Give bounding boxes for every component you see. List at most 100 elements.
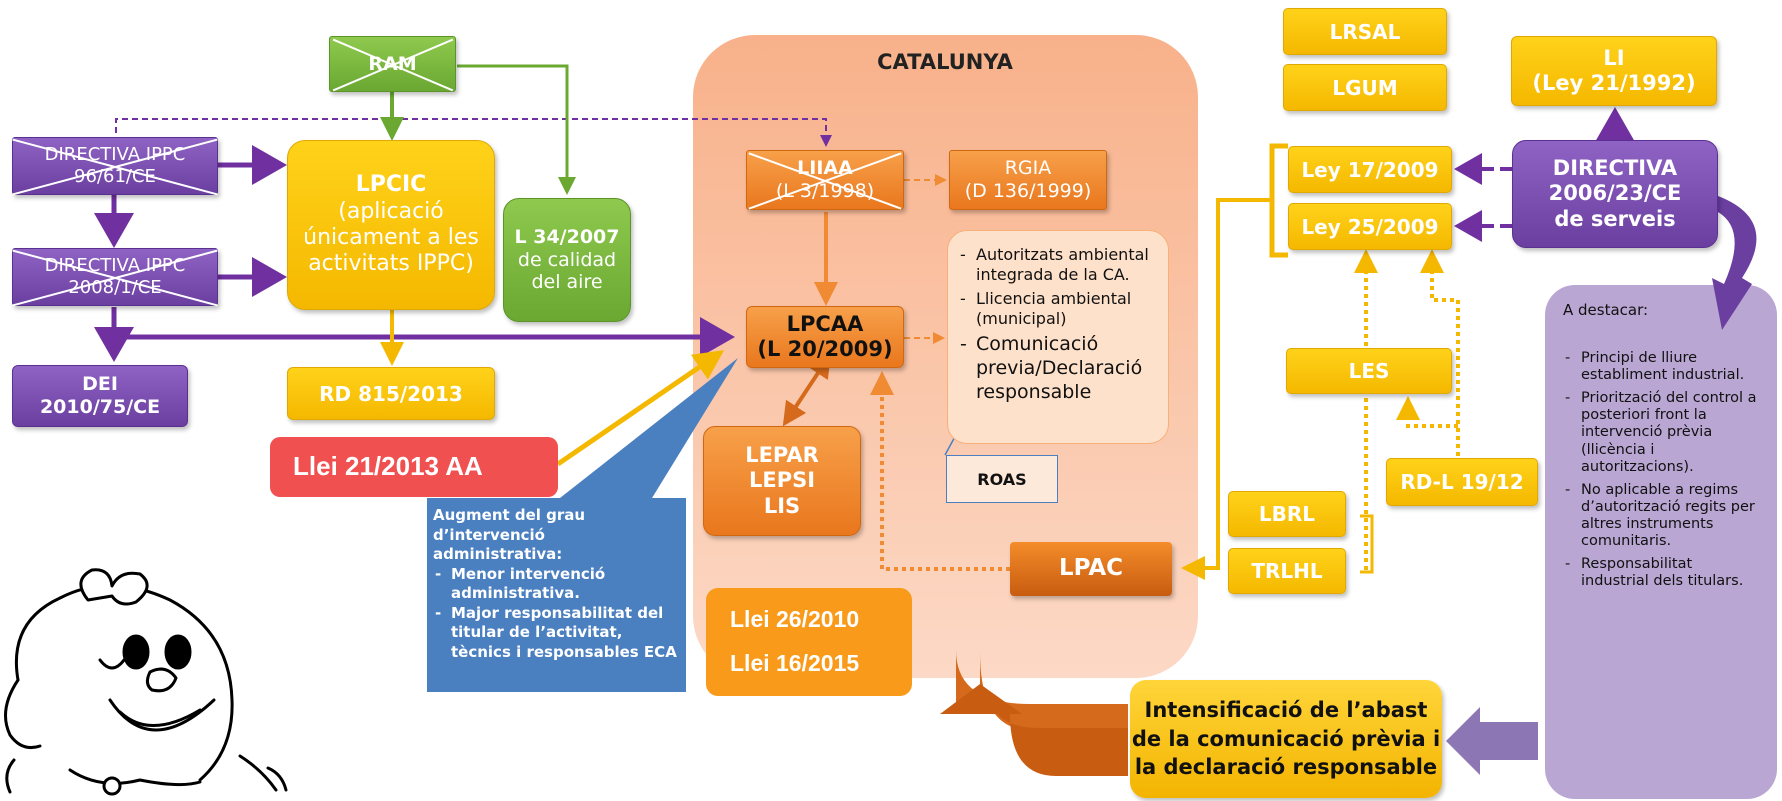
liiaa-line1: LIIAA [797, 157, 853, 180]
intensificacio-line2: de la comunicació prèvia i [1131, 726, 1441, 751]
llei26-label: Llei 26/2010 [730, 606, 860, 633]
llei-box: Llei 26/2010 Llei 16/2015 [706, 588, 912, 696]
llei16-label: Llei 16/2015 [730, 650, 860, 676]
roas-box: ROAS [946, 455, 1058, 503]
lepar-box: LEPAR LEPSI LIS [703, 426, 861, 536]
augment-item: Menor intervenció administrativa. [433, 565, 678, 604]
ley17-label: Ley 17/2009 [1301, 157, 1439, 182]
lpcic-line2: (aplicació [338, 198, 444, 224]
directiva-serveis-box: DIRECTIVA 2006/23/CE de serveis [1512, 140, 1718, 248]
lpcic-line3: únicament a les [303, 225, 479, 250]
dotted-rdl-to-les [1396, 396, 1458, 428]
autoritzats-list: Autoritzats ambiental integrada de la CA… [958, 245, 1160, 404]
directiva-serveis-line1: DIRECTIVA [1552, 156, 1678, 181]
lpac-box: LPAC [1010, 542, 1172, 596]
augment-note: Augment del grau d’intervenció administr… [427, 498, 686, 692]
llei21-box: Llei 21/2013 AA [270, 437, 558, 497]
llei21-label: Llei 21/2013 AA [293, 451, 483, 482]
lilac-arrow [1446, 707, 1538, 775]
directiva-ippc-96-line2: 96/61/CE [74, 166, 156, 187]
ley17-box: Ley 17/2009 [1288, 146, 1452, 193]
li-box: LI (Ley 21/1992) [1511, 36, 1717, 106]
lpac-label: LPAC [1058, 555, 1124, 582]
directiva-ippc-2008-line2: 2008/1/CE [68, 277, 162, 298]
les-box: LES [1286, 348, 1452, 394]
line-ley-to-lpac [1181, 198, 1272, 580]
liiaa-line2: (L 3/1998) [775, 180, 875, 202]
lpcaa-box: LPCAA (L 20/2009) [746, 306, 904, 368]
ram-box: RAM [329, 36, 456, 92]
ram-label: RAM [368, 52, 417, 75]
lepar-line2: LEPSI [748, 468, 816, 493]
trlhl-box: TRLHL [1228, 548, 1346, 594]
l34-line2: de calidad [517, 248, 617, 271]
destacar-item: Priorització del control a posteriori fr… [1563, 390, 1763, 476]
directiva-serveis-line2: 2006/23/CE [1548, 181, 1682, 206]
l34-line1: L 34/2007 [514, 225, 620, 248]
uturn-head [940, 684, 1022, 714]
dotted-lpac-to-lpcaa [870, 371, 1010, 571]
directiva-serveis-line3: de serveis [1554, 206, 1676, 231]
lbrl-box: LBRL [1228, 491, 1346, 537]
arrow-llei21-to-lpcaa [556, 350, 725, 467]
arrow-ram-to-l34 [457, 64, 576, 195]
rgia-line2: (D 136/1999) [964, 180, 1092, 202]
lpcaa-line2: (L 20/2009) [757, 337, 893, 361]
autoritzats-box: Autoritzats ambiental integrada de la CA… [947, 230, 1169, 444]
directiva-ippc-96-box: DIRECTIVA IPPC 96/61/CE [12, 137, 218, 195]
curved-purple-arrow [1712, 196, 1757, 330]
uturn-body [990, 690, 1128, 776]
dei-line2: 2010/75/CE [39, 396, 161, 418]
cartoon-girl-illustration [4, 568, 288, 796]
lrsal-label: LRSAL [1329, 19, 1401, 44]
intensificacio-line3: la declaració responsable [1134, 755, 1438, 780]
lpcic-line1: LPCIC [355, 172, 427, 198]
rd815-box: RD 815/2013 [287, 367, 495, 420]
dei-line1: DEI [82, 373, 118, 396]
catalunya-title: CATALUNYA [877, 50, 1013, 74]
li-line1: LI [1603, 45, 1625, 70]
bracket-lbrl [1360, 514, 1374, 574]
intensificacio-box: Intensificació de l’abast de la comunica… [1130, 680, 1442, 798]
l34-line3: del aire [531, 271, 603, 294]
augment-list: Menor intervenció administrativa. Major … [433, 565, 678, 663]
rdl-label: RD-L 19/12 [1400, 470, 1524, 494]
lepar-line1: LEPAR [745, 443, 819, 468]
destacar-list: Principi de lliure establiment industria… [1563, 350, 1763, 590]
rdl-box: RD-L 19/12 [1386, 458, 1538, 506]
lepar-line3: LIS [763, 493, 801, 518]
liiaa-box: LIIAA (L 3/1998) [746, 150, 904, 210]
ley25-box: Ley 25/2009 [1288, 203, 1452, 250]
lpcaa-line1: LPCAA [786, 311, 864, 336]
lbrl-label: LBRL [1258, 502, 1316, 526]
autoritzats-item: Autoritzats ambiental integrada de la CA… [958, 245, 1160, 285]
roas-label: ROAS [977, 469, 1027, 489]
lpcic-box: LPCIC (aplicació únicament a les activit… [287, 140, 495, 310]
intensificacio-line1: Intensificació de l’abast [1144, 698, 1428, 723]
lgum-label: LGUM [1332, 75, 1398, 100]
brace-ley [1269, 143, 1288, 258]
li-line2: (Ley 21/1992) [1532, 71, 1696, 95]
arrow-lpcaa-lepar [782, 353, 832, 427]
lgum-box: LGUM [1283, 64, 1447, 111]
augment-heading: Augment del grau d’intervenció administr… [433, 506, 586, 563]
directiva-ippc-96-line1: DIRECTIVA IPPC [44, 144, 186, 166]
destacar-item: Principi de lliure establiment industria… [1563, 350, 1763, 384]
rd815-label: RD 815/2013 [319, 381, 463, 406]
rgia-line1: RGIA [1004, 157, 1052, 180]
destacar-heading: A destacar: [1563, 301, 1649, 319]
destacar-item: No aplicable a regims d’autorització reg… [1563, 482, 1763, 550]
dotted-rdl-to-ley25 [1420, 249, 1460, 456]
destacar-panel: A destacar: Principi de lliure establime… [1545, 285, 1777, 799]
l34-box: L 34/2007 de calidad del aire [503, 198, 631, 322]
destacar-item: Responsabilitat industrial dels titulars… [1563, 556, 1763, 590]
augment-item: Major responsabilitat del titular de l’a… [433, 604, 678, 663]
lrsal-box: LRSAL [1283, 8, 1447, 55]
rgia-box: RGIA (D 136/1999) [949, 150, 1107, 210]
trlhl-label: TRLHL [1251, 559, 1323, 583]
directiva-ippc-2008-line1: DIRECTIVA IPPC [44, 255, 186, 277]
autoritzats-item: Comunicació previa/Declaració responsabl… [958, 333, 1160, 404]
les-label: LES [1348, 359, 1390, 383]
ley25-label: Ley 25/2009 [1301, 214, 1439, 239]
directiva-ippc-2008-box: DIRECTIVA IPPC 2008/1/CE [12, 248, 218, 306]
